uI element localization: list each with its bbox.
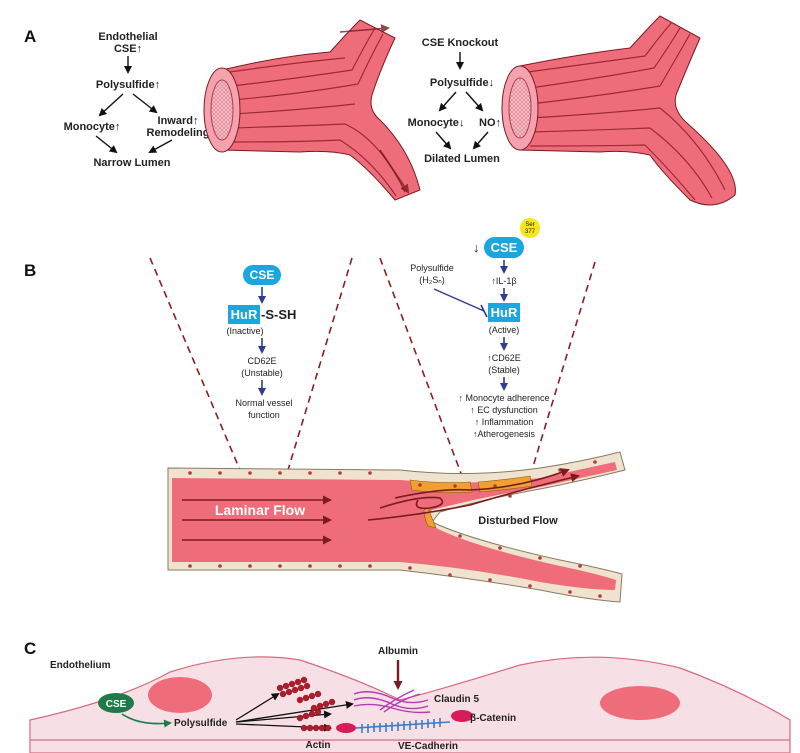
laminar-flow-label: Laminar Flow [215, 502, 305, 518]
panel-a-right-flow: CSE Knockout Polysulfide↓ Monocyte↓ NO↑ … [408, 37, 501, 165]
claudin-label: Claudin 5 [434, 694, 479, 705]
ser-label: Ser [525, 222, 534, 228]
hur-suffix: -S-SH [261, 307, 296, 322]
hur-label-left: HuR [231, 307, 258, 322]
nucleus-left [148, 677, 212, 713]
label-dilated-lumen: Dilated Lumen [424, 153, 500, 165]
albumin-label: Albumin [378, 646, 418, 657]
junction-complex [336, 660, 473, 733]
polysulfide-line2: (H₂Sₙ) [419, 275, 445, 285]
outcome-2: ↑ EC dysfunction [470, 405, 538, 415]
cse-label-right: CSE [491, 240, 518, 255]
hur-label-right: HuR [491, 305, 518, 320]
cd62e-state-right: (Stable) [488, 365, 520, 375]
cse-label-c: CSE [106, 699, 127, 710]
label-polysulfide-down: Polysulfide↓ [430, 77, 494, 89]
ser-number: 377 [525, 229, 536, 235]
label-no-up: NO↑ [479, 117, 501, 129]
disturbed-flow-label: Disturbed Flow [478, 515, 558, 527]
result-line2: function [248, 410, 280, 420]
hur-state-left: (Inactive) [226, 326, 263, 336]
label-narrow-lumen: Narrow Lumen [93, 157, 170, 169]
hur-state-right: (Active) [489, 325, 520, 335]
result-line1: Normal vessel [235, 398, 292, 408]
cd62e-right: ↑CD62E [487, 353, 521, 363]
ser377-badge [520, 218, 540, 238]
zoom-lines [149, 257, 596, 477]
ve-cadherin-label: VE-Cadherin [398, 741, 458, 752]
hur-box-right [488, 303, 520, 322]
endothelial-cells [29, 656, 791, 753]
label-cse-up: CSE↑ [114, 43, 142, 55]
nucleus-right [600, 686, 680, 720]
actin-filaments [276, 676, 336, 732]
panel-label-a: A [24, 27, 36, 46]
catenin-label: β-Catenin [470, 713, 516, 724]
cse-oval-green [98, 693, 134, 713]
vessel-b: Laminar Flow Disturbed Flow [167, 451, 626, 603]
panel-b-right-pathway: ↓ CSE Ser 377 ↑IL-1β Polysulfide (H₂Sₙ) … [410, 218, 550, 439]
outcome-1: ↑ Monocyte adherence [458, 393, 549, 403]
panel-a-left-flow: Endothelial CSE↑ Polysulfide↑ Monocyte↑ … [64, 31, 210, 169]
vessel-a-right [501, 15, 736, 206]
label-endothelial: Endothelial [98, 31, 157, 43]
cse-oval-left [243, 265, 281, 285]
il1b-label: ↑IL-1β [491, 276, 516, 286]
label-monocyte-down: Monocyte↓ [408, 117, 465, 129]
label-inward: Inward↑ [158, 115, 199, 127]
cd62e-state-left: (Unstable) [241, 368, 283, 378]
panel-label-b: B [24, 261, 36, 280]
cse-label-left: CSE [250, 268, 275, 282]
hur-box-left [228, 305, 260, 324]
label-polysulfide-up: Polysulfide↑ [96, 79, 160, 91]
outcome-4: ↑Atherogenesis [473, 429, 536, 439]
panel-c-pathway: CSE Polysulfide [98, 692, 354, 732]
outcome-3: ↑ Inflammation [475, 417, 534, 427]
actin-label: Actin [306, 740, 331, 751]
polysulfide-line1: Polysulfide [410, 263, 454, 273]
cd62e-left: CD62E [247, 356, 276, 366]
polysulfide-label-c: Polysulfide [174, 718, 228, 729]
panel-b-left-pathway: CSE HuR -S-SH (Inactive) CD62E (Unstable… [226, 265, 296, 420]
vessel-a-left [203, 19, 421, 201]
label-monocyte-up: Monocyte↑ [64, 121, 121, 133]
endothelium-label: Endothelium [50, 660, 111, 671]
label-remodeling: Remodeling [147, 127, 210, 139]
cse-oval-right [484, 237, 524, 258]
label-cse-knockout: CSE Knockout [422, 37, 499, 49]
cse-down-arrow: ↓ [473, 240, 480, 255]
panel-label-c: C [24, 639, 36, 658]
